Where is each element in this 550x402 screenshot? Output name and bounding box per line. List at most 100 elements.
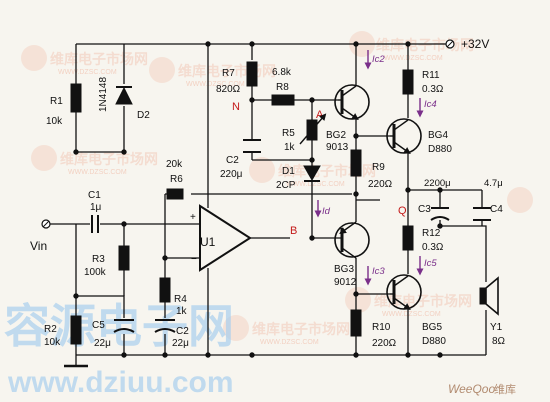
c2-upper-value: 220μ: [220, 169, 243, 180]
resistor-r3: R3 100k: [84, 245, 130, 278]
bg5-ref: BG5: [422, 322, 442, 333]
d2-ref: D2: [137, 110, 150, 121]
current-ic5-label: Ic5: [424, 258, 437, 269]
current-id-label: Id: [322, 206, 331, 217]
c3-ref: C3: [418, 204, 431, 215]
u1-minus-sign: −: [191, 254, 197, 265]
resistor-r7: R7 820Ω: [216, 61, 258, 95]
r2-ref: R2: [44, 324, 57, 335]
speaker-y1: Y1 8Ω: [479, 276, 506, 347]
c2-upper-ref: C2: [226, 155, 239, 166]
r7-value: 820Ω: [216, 84, 241, 95]
resistor-r1: R1 10k: [46, 83, 82, 127]
input-label: Vin: [30, 239, 47, 253]
r12-ref: R12: [422, 228, 441, 239]
bg3-ref: BG3: [334, 264, 354, 275]
u1-ref: U1: [200, 235, 216, 249]
y1-value: 8Ω: [492, 336, 506, 347]
junctions: [73, 41, 443, 358]
c5-ref: C5: [92, 320, 105, 331]
resistor-r11: R11 0.3Ω: [402, 69, 444, 95]
c1-value: 1μ: [90, 202, 102, 213]
resistor-r4: R4 1k: [159, 277, 188, 317]
supply-terminal: +32V: [445, 37, 489, 51]
watermark-url: WWW.DZSC.COM: [186, 81, 245, 88]
resistor-r12: R12 0.3Ω: [402, 225, 444, 253]
watermark-layer: 维库电子市场网 WWW.DZSC.COM 维库电子市场网 WWW.DZSC.CO…: [4, 31, 533, 399]
diode-d1: D1 2CP: [276, 165, 321, 191]
supply-label: +32V: [461, 37, 489, 51]
current-ic4-label: Ic4: [424, 99, 437, 110]
node-n-label: N: [232, 101, 240, 113]
resistor-r6: 20k R6: [166, 159, 184, 200]
r11-value: 0.3Ω: [422, 84, 444, 95]
r4-value: 1k: [176, 306, 188, 317]
bg5-value: D880: [422, 336, 446, 347]
diode-d2: D2 1N4148: [98, 77, 150, 121]
r4-ref: R4: [174, 294, 187, 305]
c4-ref: C4: [490, 204, 503, 215]
watermark-url: WWW.DZSC.COM: [384, 55, 443, 62]
r3-ref: R3: [92, 254, 105, 265]
r12-value: 0.3Ω: [422, 242, 444, 253]
bg2-value: 9013: [326, 142, 349, 153]
capacitor-c2-lower: C2 22μ: [154, 319, 189, 349]
r2-value: 10k: [44, 337, 61, 348]
watermark-url: WWW.DZSC.COM: [58, 69, 117, 76]
bg3-value: 9012: [334, 277, 357, 288]
current-ic3-arrow: Ic3: [364, 266, 385, 286]
watermark-url: WWW.DZSC.COM: [68, 169, 127, 176]
r1-ref: R1: [50, 96, 63, 107]
r9-value: 220Ω: [368, 179, 393, 190]
node-q-label: Q: [398, 205, 407, 217]
capacitor-c4: 4.7μ C4: [473, 178, 503, 221]
r5-value: 1k: [284, 142, 296, 153]
potentiometer-r5: R5 1k: [282, 113, 327, 153]
c5-value: 22μ: [94, 338, 111, 349]
r11-ref: R11: [422, 70, 440, 81]
c1-ref: C1: [88, 190, 101, 201]
watermark-text: 维库电子市场网: [374, 293, 472, 309]
resistor-r8: 6.8k R8: [271, 67, 295, 106]
watermark-url: WWW.DZSC.COM: [382, 311, 441, 318]
watermark-text: 维库电子市场网: [252, 321, 350, 337]
capacitor-c3: 2200μ C3: [418, 178, 451, 221]
current-ic5-arrow: Ic5: [416, 256, 437, 276]
r1-value: 10k: [46, 116, 63, 127]
current-ic3-label: Ic3: [372, 266, 385, 277]
r7-ref: R7: [222, 68, 235, 79]
watermark-url: WWW.DZSC.COM: [260, 339, 319, 346]
d2-value: 1N4148: [98, 77, 109, 112]
current-id-arrow: Id: [314, 200, 331, 218]
watermark-brand: WeeQoo: [448, 382, 495, 396]
watermark-brand-cn: 维库: [494, 383, 516, 396]
current-ic4-arrow: Ic4: [416, 98, 437, 118]
transistor-bg2: BG2 9013: [326, 84, 370, 153]
r10-value: 220Ω: [372, 338, 397, 349]
transistor-bg4: BG4 D880: [386, 118, 452, 155]
r6-value: 20k: [166, 159, 183, 170]
bg2-ref: BG2: [326, 130, 346, 141]
watermark-url: WWW.DZSC.COM: [286, 181, 345, 188]
transistor-bg3: BG3 9012: [334, 221, 370, 288]
r6-ref: R6: [170, 174, 183, 185]
capacitor-c5: C5 22μ: [92, 319, 135, 349]
r8-value: 6.8k: [272, 67, 292, 78]
watermark-text: 维库电子市场网: [60, 151, 158, 167]
y1-ref: Y1: [490, 322, 503, 333]
node-a-label: A: [316, 109, 324, 121]
r8-ref: R8: [276, 82, 289, 93]
bg4-ref: BG4: [428, 130, 448, 141]
wires: [50, 43, 487, 356]
bg4-value: D880: [428, 144, 452, 155]
watermark-text: 维库电子市场网: [50, 51, 148, 67]
r9-ref: R9: [372, 162, 385, 173]
watermark-main-url: www.dziuu.com: [7, 366, 234, 399]
resistor-r9: R9 220Ω: [350, 149, 393, 190]
u1-plus-sign: +: [190, 212, 196, 223]
watermark-main-text: 容源电子网: [4, 300, 234, 352]
c2-lower-ref: C2: [176, 326, 189, 337]
resistor-r10: R10 220Ω: [350, 309, 397, 349]
c2-lower-value: 22μ: [172, 338, 189, 349]
